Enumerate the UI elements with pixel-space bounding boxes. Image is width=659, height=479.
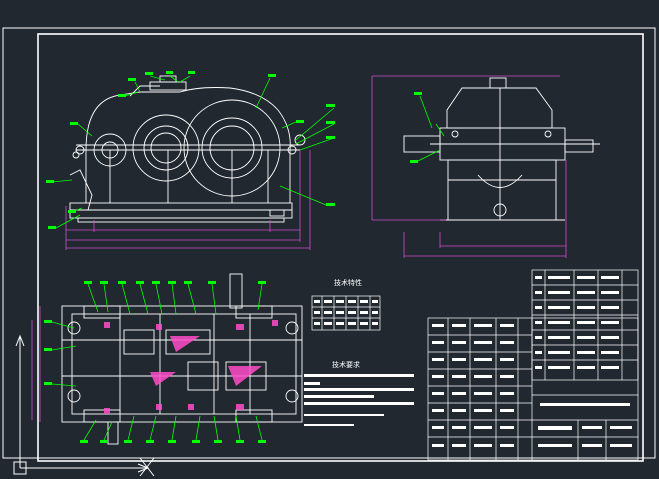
front-view-dimensions <box>65 150 311 250</box>
tech-req-title: 技术要求 <box>332 360 360 369</box>
side-view-balloons <box>410 92 422 163</box>
front-view-leaders <box>51 75 335 229</box>
ucs-axis-icon <box>13 334 155 477</box>
side-view-leaders <box>415 95 445 163</box>
front-view <box>69 75 306 223</box>
side-view-dimensions <box>371 75 567 258</box>
plan-view-dimensions <box>31 306 41 422</box>
tech-req-lines <box>304 374 414 426</box>
front-view-balloons <box>46 71 335 229</box>
parts-list-lower <box>427 317 639 461</box>
tech-spec-cells <box>314 300 378 325</box>
plan-view-leaders <box>51 283 263 441</box>
plan-view-balloons <box>44 281 266 443</box>
drawing-frame <box>37 33 644 462</box>
sheet-border <box>2 27 656 459</box>
side-view <box>403 77 600 221</box>
plan-view-hatching <box>104 320 278 414</box>
tech-spec-title: 技术特性 <box>334 278 362 287</box>
parts-list-cells <box>432 276 632 447</box>
tech-spec-table <box>311 295 381 331</box>
